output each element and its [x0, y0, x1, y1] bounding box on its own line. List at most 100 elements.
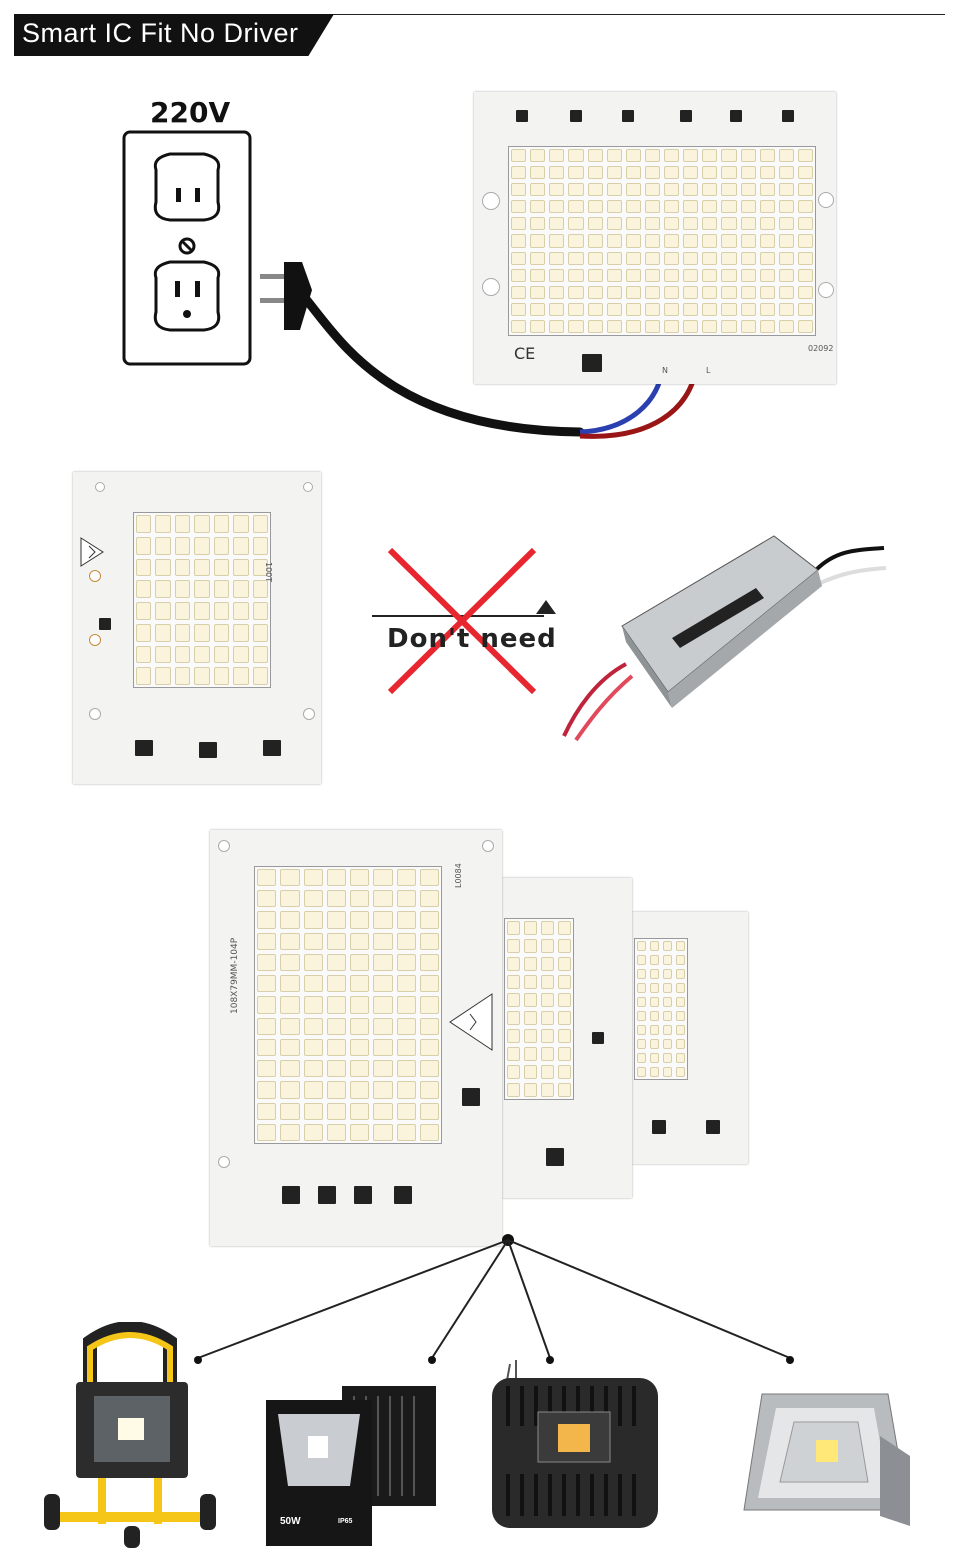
led-chip [606, 319, 622, 333]
led-chip [511, 234, 527, 248]
led-chip [568, 251, 584, 265]
led-chip [644, 166, 660, 180]
led-chip [155, 623, 171, 642]
led-chip [587, 183, 603, 197]
led-chip [778, 166, 794, 180]
led-chip [549, 234, 565, 248]
led-chip [524, 1029, 537, 1043]
led-chip [257, 1081, 277, 1099]
led-chip [396, 1060, 416, 1078]
led-chip [664, 251, 680, 265]
led-chip [721, 200, 737, 214]
led-chip [644, 285, 660, 299]
led-chip [280, 1123, 300, 1141]
led-chip [280, 869, 300, 887]
led-chip [587, 251, 603, 265]
led-chip [759, 302, 775, 316]
board-code: 100T [264, 562, 273, 583]
led-chip [233, 602, 249, 620]
led-chip [797, 166, 813, 180]
led-chip [524, 1065, 537, 1079]
led-chip [194, 515, 210, 533]
led-chip [257, 890, 277, 908]
led-chip [155, 645, 171, 664]
led-chip [587, 166, 603, 180]
led-chip [637, 1039, 646, 1049]
led-chip [213, 580, 230, 598]
led-chip [797, 302, 813, 316]
led-chip [511, 183, 527, 197]
led-chip [136, 558, 152, 577]
led-chip [530, 251, 546, 265]
led-chip [155, 558, 171, 577]
led-chip [396, 975, 416, 993]
led-chip [663, 1039, 672, 1049]
led-chip [644, 251, 660, 265]
led-chip [213, 558, 230, 577]
grille-floodlight-icon [492, 1360, 658, 1528]
led-chip [541, 1065, 554, 1079]
led-chip [396, 890, 416, 908]
led-chip [233, 645, 249, 664]
led-chip [702, 319, 718, 333]
led-chip [257, 911, 277, 929]
led-chip [419, 1017, 439, 1035]
led-chip [797, 268, 813, 282]
led-chip [740, 183, 756, 197]
led-chip [702, 234, 718, 248]
led-chip [663, 1011, 672, 1021]
led-chip [136, 667, 152, 685]
led-chip [759, 251, 775, 265]
led-chip [213, 536, 230, 555]
led-chip [606, 302, 622, 316]
led-chip [194, 558, 210, 577]
led-chip [350, 932, 370, 950]
led-chip [664, 234, 680, 248]
led-chip [740, 302, 756, 316]
black-floodlight-icon [266, 1386, 436, 1546]
led-chip [530, 319, 546, 333]
led-chip [326, 975, 346, 993]
led-chip [511, 302, 527, 316]
led-chip [568, 166, 584, 180]
led-chip [644, 268, 660, 282]
led-chip [136, 645, 152, 664]
led-chip [637, 941, 646, 951]
led-chip [663, 983, 672, 993]
led-chip [507, 921, 520, 935]
led-chip [683, 149, 699, 163]
led-chip [511, 166, 527, 180]
led-chip [280, 975, 300, 993]
led-chip [530, 302, 546, 316]
led-chip [541, 1047, 554, 1061]
led-chip [558, 1065, 571, 1079]
led-chip [257, 1060, 277, 1078]
led-chip [558, 1083, 571, 1097]
led-chip [303, 1060, 323, 1078]
led-chip [663, 941, 672, 951]
led-array [133, 512, 271, 688]
led-chip [683, 302, 699, 316]
led-chip [373, 1102, 393, 1120]
led-chip [174, 623, 191, 642]
led-chip [350, 911, 370, 929]
led-chip [326, 1102, 346, 1120]
board-code: 02092 [808, 344, 834, 353]
led-chip [524, 1083, 537, 1097]
led-chip [350, 1102, 370, 1120]
led-chip [303, 996, 323, 1014]
led-chip [511, 200, 527, 214]
led-chip [644, 234, 660, 248]
led-chip [702, 285, 718, 299]
led-chip [778, 251, 794, 265]
led-chip [650, 1011, 659, 1021]
led-chip [676, 997, 685, 1007]
led-chip [252, 623, 268, 642]
cross-mark-icon [372, 547, 556, 695]
led-chip [507, 1047, 520, 1061]
led-chip [759, 149, 775, 163]
led-chip [233, 580, 249, 598]
led-chip [530, 183, 546, 197]
led-chip [568, 149, 584, 163]
led-chip [419, 1102, 439, 1120]
